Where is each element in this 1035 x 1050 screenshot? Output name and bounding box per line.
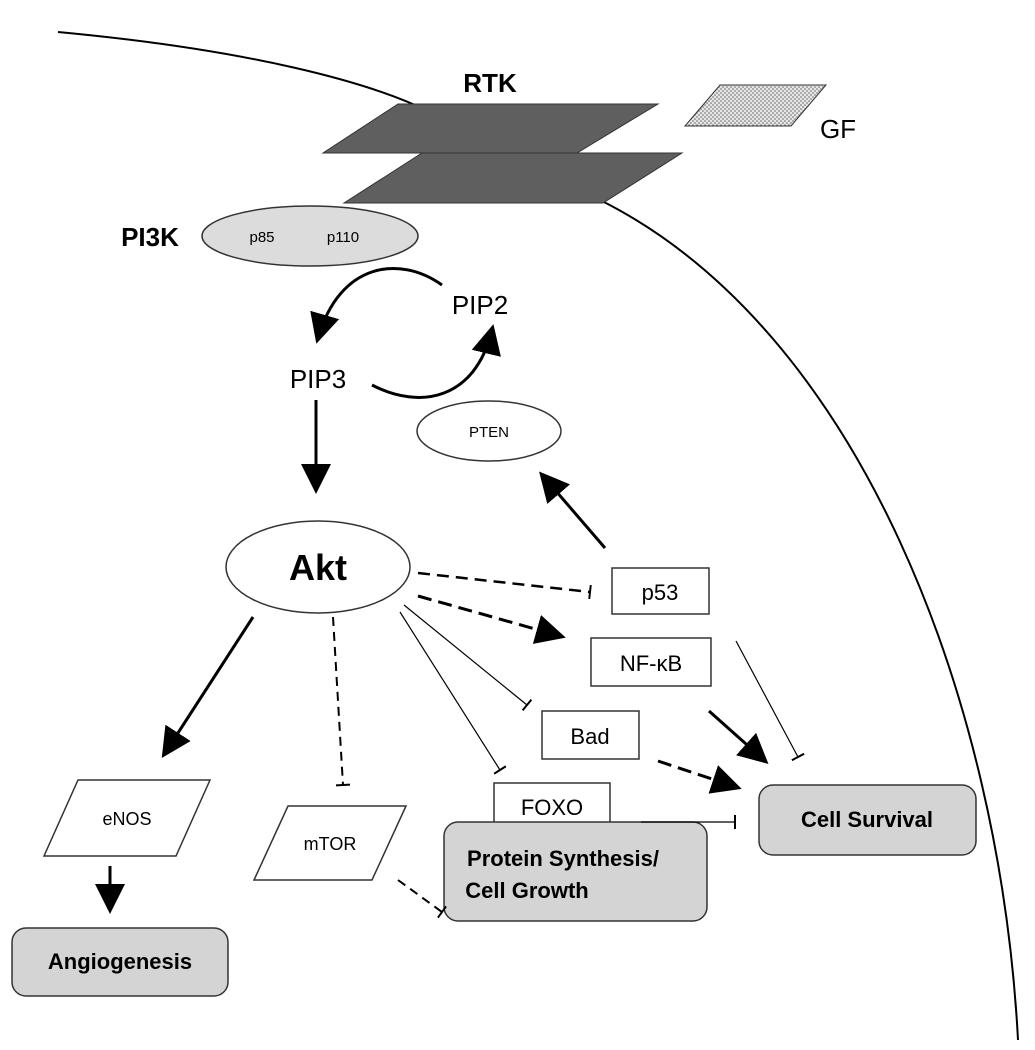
bad-label: Bad [570,724,609,749]
cell-membrane-right [599,199,1019,1041]
protein-synthesis-box [443,821,708,922]
mtor-label: mTOR [304,834,357,854]
mtor-to-protein-synthesis [397,879,447,919]
p53-inhibits-survival [735,640,805,762]
nfkb-activates-survival [708,709,769,764]
akt-to-mtor [332,616,351,787]
p53-to-pten-arrow [539,471,607,549]
akt-inhibits-bad [403,604,533,712]
p53-node [611,567,710,615]
akt-node [225,520,411,614]
bad-node [541,710,640,760]
enos-node [42,779,212,857]
akt-inhibits-p53 [417,571,592,600]
gf-label: GF [820,114,856,144]
mtor-node [252,805,408,881]
akt-activates-nfkb [417,594,566,644]
akt-label: Akt [289,547,347,588]
cell-survival-box [758,784,977,856]
angiogenesis-box [11,927,229,997]
nfkb-label: NF-κB [620,651,682,676]
pip2-to-pip3-arrow [310,266,443,344]
pten-node [416,400,562,462]
rtk-receptor-upper [321,103,660,154]
akt-inhibits-foxo [399,611,507,775]
akt-activates-enos [161,616,255,759]
protein-synthesis-label-line2: Cell Growth [465,878,588,903]
foxo-label: FOXO [521,795,583,820]
nfkb-node [590,637,712,687]
p53-label: p53 [642,580,679,605]
p85-label: p85 [249,229,274,246]
pip2-label: PIP2 [452,290,508,320]
pi3k-label: PI3K [121,222,179,252]
pi3k-complex [201,205,419,267]
gf-ligand [683,84,828,127]
p110-label: p110 [327,229,359,246]
pip3-label: PIP3 [290,364,346,394]
cell-membrane [57,31,431,113]
protein-synthesis-label-line1: Protein Synthesis/ [467,846,659,871]
cell-survival-label: Cell Survival [801,807,933,832]
pten-label: PTEN [469,424,509,441]
rtk-label: RTK [463,68,517,98]
angiogenesis-label: Angiogenesis [48,949,192,974]
bad-to-survival [657,759,742,794]
rtk-receptor-lower [342,152,684,204]
pip3-to-pip2-arrow [371,324,501,399]
enos-label: eNOS [102,809,151,829]
